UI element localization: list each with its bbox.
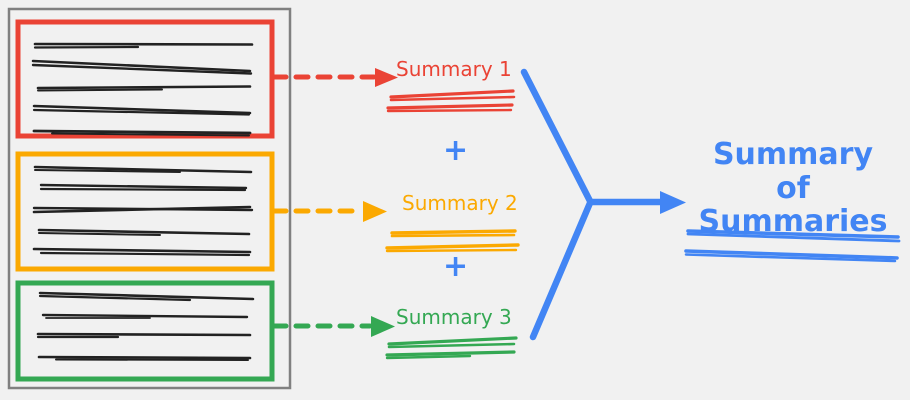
plus-operator-1: + <box>443 133 469 168</box>
arrow-chunk-1-to-summary-1 <box>271 68 398 87</box>
source-document-border <box>7 7 292 390</box>
final-output-line-1: Summary of <box>712 137 874 206</box>
chunk-1-text-lines <box>31 42 254 137</box>
chunk-3-text-lines <box>36 291 255 361</box>
final-output-line-2: Summaries <box>698 204 888 240</box>
final-output-title: Summary of Summaries <box>693 138 893 239</box>
chunk-1-group[interactable] <box>15 19 275 139</box>
summary-2-underlines <box>385 229 520 253</box>
summary-2-label: Summary 2 <box>402 191 518 215</box>
summary-3-underlines <box>385 336 518 360</box>
summary-1-label: Summary 1 <box>396 57 512 81</box>
arrow-chunk-3-to-summary-3 <box>271 316 395 337</box>
chunk-3-box[interactable] <box>15 280 275 382</box>
plus-operator-2: + <box>443 249 469 284</box>
chunk-3-group[interactable] <box>15 280 275 382</box>
merge-arrow <box>520 68 686 341</box>
chunk-2-group[interactable] <box>15 151 275 272</box>
chunk-2-text-lines <box>32 165 254 257</box>
arrow-chunk-2-to-summary-2 <box>271 201 387 222</box>
summary-3-label: Summary 3 <box>396 305 512 329</box>
chunk-1-box[interactable] <box>15 19 275 139</box>
summary-1-underlines <box>386 89 516 113</box>
final-output-underlines <box>684 229 901 263</box>
